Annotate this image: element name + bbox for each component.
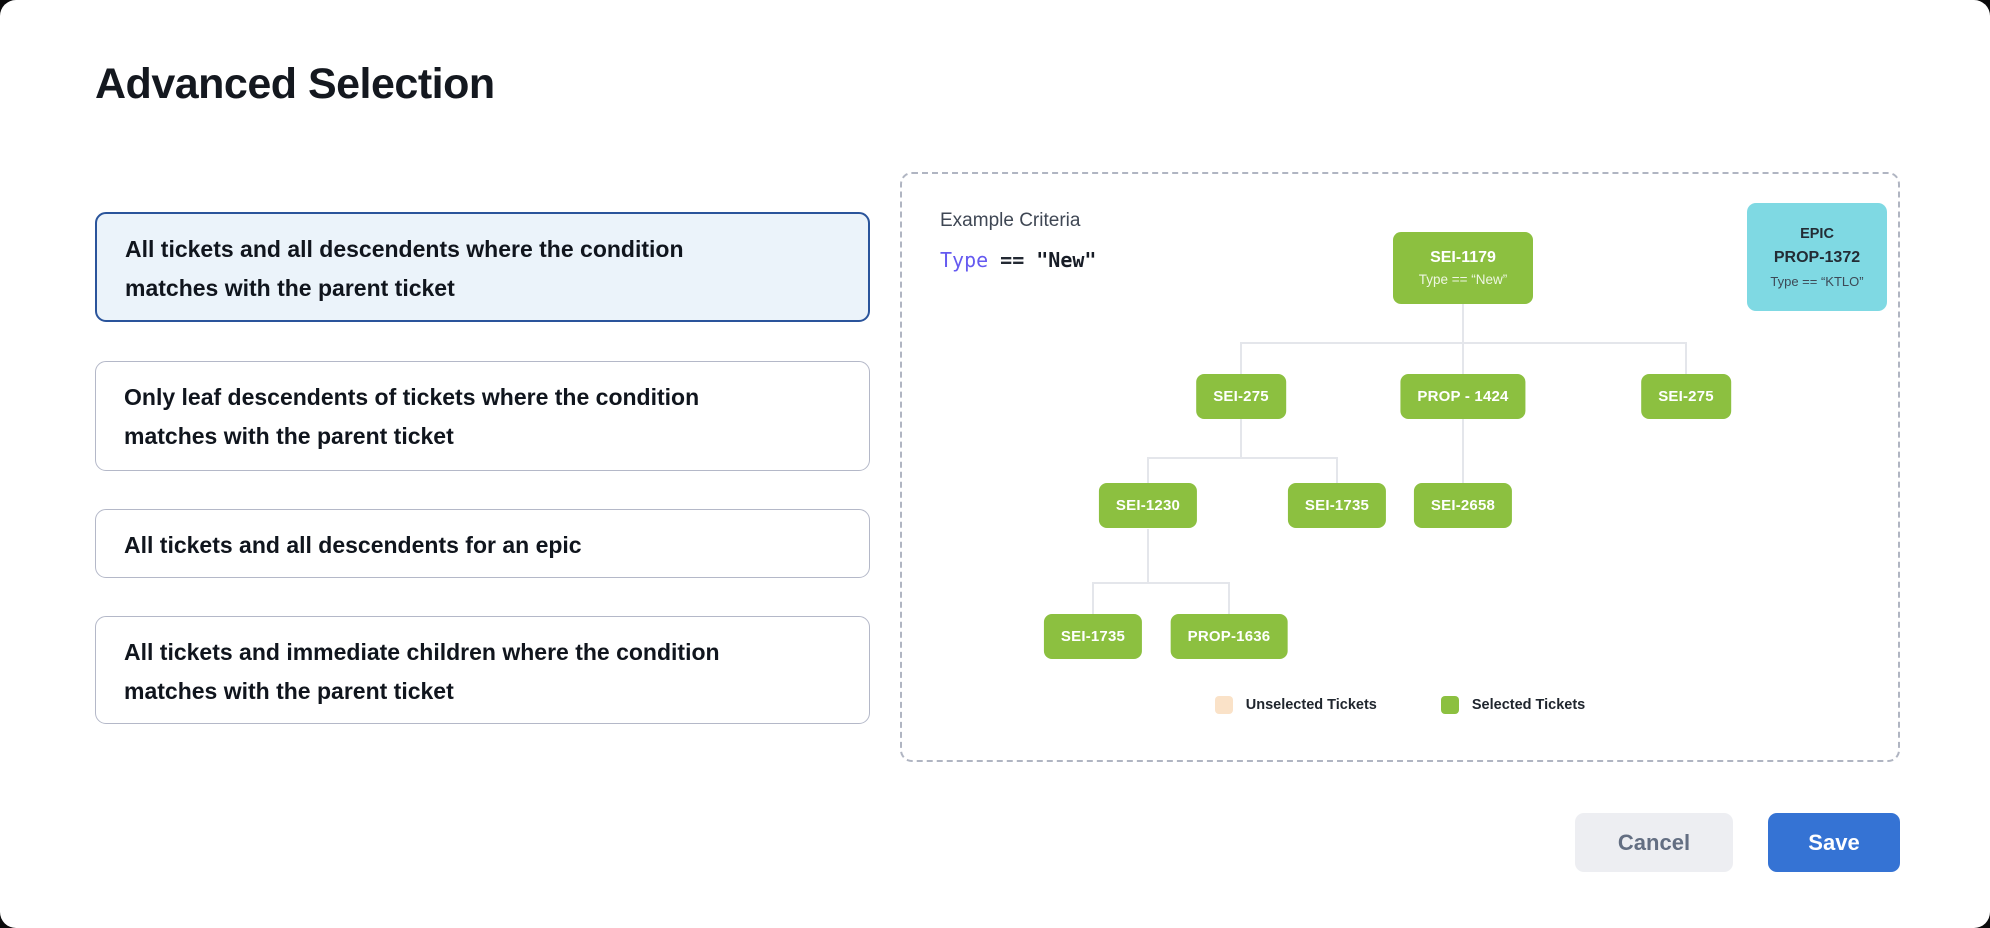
ticket-node-root: SEI-1179 Type == “New” (1393, 232, 1533, 304)
tree-connector (1241, 342, 1687, 344)
epic-kind-label: EPIC (1800, 225, 1834, 242)
selected-tickets-swatch (1440, 696, 1459, 714)
legend-item-selected: Selected Tickets (1440, 696, 1586, 714)
save-button[interactable]: Save (1768, 813, 1900, 872)
tree-connector (1092, 582, 1094, 614)
option-label: All tickets and all descendents where th… (125, 236, 684, 301)
ticket-condition: Type == “New” (1418, 272, 1508, 287)
ticket-id: SEI-1230 (1115, 497, 1181, 514)
ticket-node: PROP-1636 (1170, 614, 1288, 659)
ticket-node: SEI-1230 (1098, 483, 1198, 528)
ticket-node: SEI-1735 (1043, 614, 1143, 659)
ticket-id: SEI-2658 (1430, 497, 1496, 514)
ticket-node: SEI-1735 (1287, 483, 1387, 528)
criteria-expression: Type == "New" (940, 248, 1096, 272)
option-label: All tickets and immediate children where… (124, 639, 720, 704)
tree-connector (1147, 457, 1149, 483)
option-label: Only leaf descendents of tickets where t… (124, 384, 700, 449)
legend: Unselected Tickets Selected Tickets (902, 696, 1898, 714)
tree-connector (1093, 582, 1230, 584)
tree-connector (1240, 342, 1242, 374)
option-leaf-descendents-condition[interactable]: Only leaf descendents of tickets where t… (95, 361, 870, 471)
ticket-id: PROP - 1424 (1417, 388, 1509, 405)
legend-label: Selected Tickets (1471, 697, 1586, 713)
page-title: Advanced Selection (95, 60, 495, 108)
tree-connector (1147, 529, 1149, 582)
ticket-node: SEI-2658 (1413, 483, 1513, 528)
tree-connector (1462, 304, 1464, 374)
ticket-id: SEI-1735 (1060, 628, 1126, 645)
tree-connector (1228, 582, 1230, 614)
ticket-id: SEI-275 (1658, 388, 1714, 405)
legend-item-unselected: Unselected Tickets (1214, 696, 1377, 714)
tree-connector (1148, 457, 1338, 459)
criteria-value: "New" (1036, 248, 1097, 272)
tree-connector (1685, 342, 1687, 374)
epic-card: EPIC PROP-1372 Type == “KTLO” (1747, 203, 1887, 311)
epic-condition: Type == “KTLO” (1770, 273, 1864, 289)
criteria-operator: == (1000, 248, 1025, 272)
ticket-node: SEI-275 (1641, 374, 1731, 419)
example-preview-panel: Example Criteria Type == "New" SEI-1179 Ty… (900, 172, 1900, 762)
tree-connector (1336, 457, 1338, 483)
unselected-tickets-swatch (1214, 696, 1233, 714)
legend-label: Unselected Tickets (1245, 697, 1377, 713)
option-all-descendents-condition[interactable]: All tickets and all descendents where th… (95, 212, 870, 322)
option-label: All tickets and all descendents for an e… (124, 532, 582, 558)
cancel-button[interactable]: Cancel (1575, 813, 1733, 872)
criteria-field: Type (940, 248, 989, 272)
ticket-id: SEI-275 (1213, 388, 1269, 405)
ticket-node: PROP - 1424 (1400, 374, 1526, 419)
tree-connector (1240, 419, 1242, 457)
ticket-id: SEI-1179 (1430, 249, 1496, 266)
epic-id: PROP-1372 (1773, 248, 1861, 266)
ticket-id: PROP-1636 (1187, 628, 1271, 645)
criteria-heading: Example Criteria (940, 210, 1081, 231)
option-all-descendents-epic[interactable]: All tickets and all descendents for an e… (95, 509, 870, 578)
option-immediate-children-condition[interactable]: All tickets and immediate children where… (95, 616, 870, 724)
ticket-node: SEI-275 (1196, 374, 1286, 419)
tree-connector (1462, 419, 1464, 483)
ticket-id: SEI-1735 (1304, 497, 1370, 514)
